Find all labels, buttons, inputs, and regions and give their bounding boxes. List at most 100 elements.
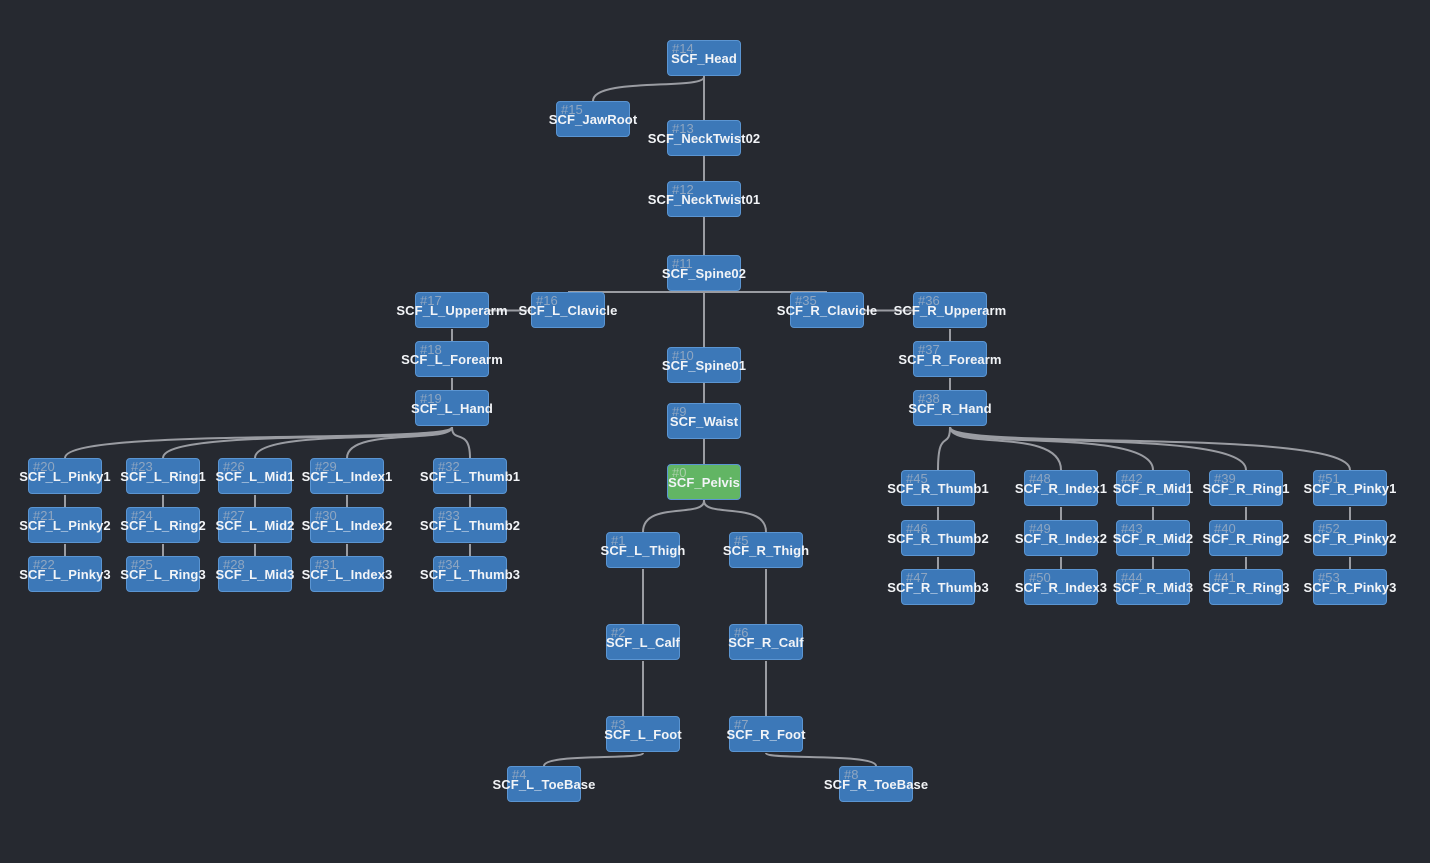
edge-3-4 — [543, 752, 644, 767]
bone-index: #27 — [223, 508, 245, 523]
bone-label: SCF_R_Upperarm — [893, 303, 1007, 318]
bone-index: #15 — [561, 102, 583, 117]
bone-index: #42 — [1121, 471, 1143, 486]
bone-index: #13 — [672, 121, 694, 136]
bone-label: SCF_L_Forearm — [401, 352, 503, 367]
bone-index: #29 — [315, 459, 337, 474]
bone-index: #16 — [536, 293, 558, 308]
bone-index: #25 — [131, 557, 153, 572]
bone-label: SCF_R_Index1 — [1014, 481, 1108, 496]
bone-index: #30 — [315, 508, 337, 523]
bone-label: SCF_R_Ring1 — [1202, 481, 1290, 496]
bone-label: SCF_L_Foot — [604, 727, 682, 742]
bone-index: #2 — [611, 625, 626, 640]
bone-index: #53 — [1318, 570, 1340, 585]
edge-38-51 — [949, 426, 1351, 471]
edge-38-42 — [949, 426, 1154, 471]
bone-index: #26 — [223, 459, 245, 474]
bone-index: #45 — [906, 471, 928, 486]
bone-index: #1 — [611, 533, 626, 548]
bone-index: #23 — [131, 459, 153, 474]
bone-label: SCF_L_Thumb3 — [419, 567, 521, 582]
bone-label: SCF_L_Ring1 — [120, 469, 206, 484]
bone-label: SCF_L_Thumb2 — [419, 518, 521, 533]
bone-label: SCF_L_Index3 — [301, 567, 393, 582]
bone-label: SCF_R_Pinky3 — [1303, 580, 1397, 595]
bone-index: #3 — [611, 717, 626, 732]
bone-index: #32 — [438, 459, 460, 474]
bone-index: #5 — [734, 533, 749, 548]
bone-label: SCF_R_Mid3 — [1112, 580, 1194, 595]
edge-19-20 — [64, 426, 453, 459]
bone-index: #34 — [438, 557, 460, 572]
bone-label: SCF_L_Pinky1 — [19, 469, 111, 484]
bone-index: #6 — [734, 625, 749, 640]
bone-label: SCF_R_Calf — [728, 635, 804, 650]
bone-index: #47 — [906, 570, 928, 585]
bone-index: #38 — [918, 391, 940, 406]
bone-index: #4 — [512, 767, 527, 782]
bone-label: SCF_L_Thumb1 — [419, 469, 521, 484]
bone-label: SCF_L_Mid3 — [215, 567, 295, 582]
bone-index: #9 — [672, 404, 687, 419]
edge-19-32 — [451, 426, 471, 459]
edge-7-8 — [765, 752, 877, 767]
bone-label: SCF_L_Pinky3 — [19, 567, 111, 582]
bone-label: SCF_R_Thumb1 — [887, 481, 989, 496]
